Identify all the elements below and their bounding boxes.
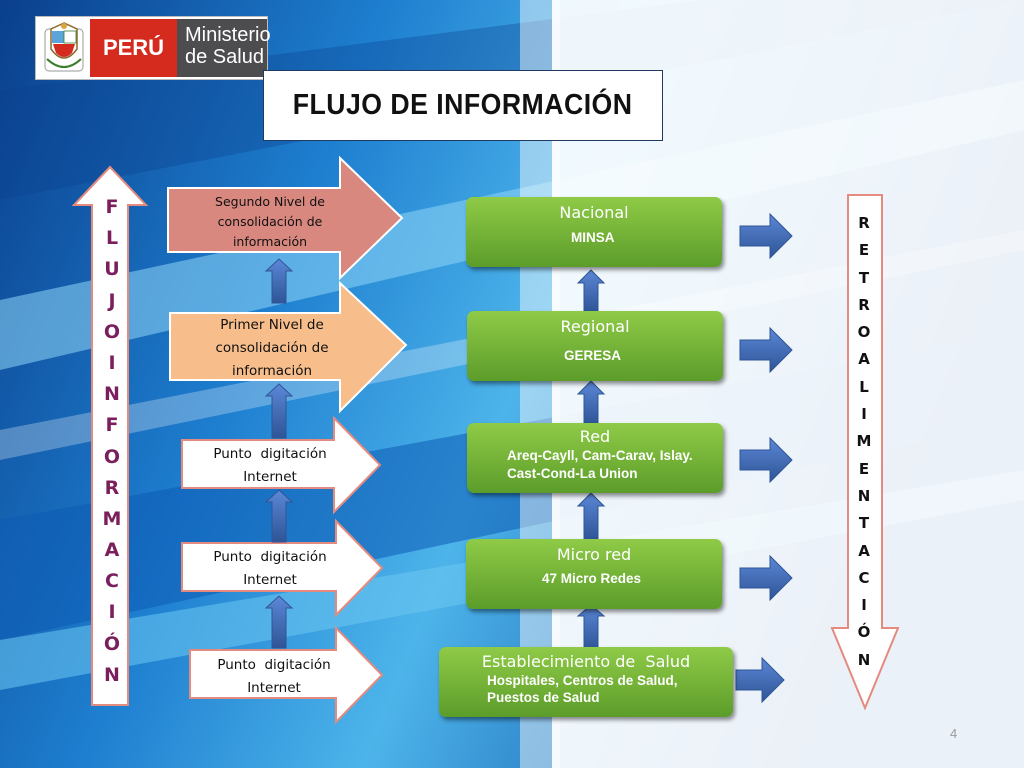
letter: N [857, 486, 871, 505]
punto-digitacion-label-3: Punto digitación Internet [200, 654, 348, 700]
flujo-informacion-vertical-label: F L U J O I N F O R M A C I Ó N [92, 196, 132, 697]
letter: F [105, 414, 119, 437]
letter: E [858, 241, 870, 260]
establecimiento-box: Establecimiento de Salud Hospitales, Cen… [439, 647, 733, 717]
letter: O [103, 445, 121, 468]
letter: I [861, 405, 867, 424]
punto-digitacion-label-1: Punto digitación Internet [196, 443, 344, 489]
primer-nivel-line-1: Primer Nivel de [220, 317, 324, 333]
ministry-line-2: de Salud [185, 46, 264, 68]
letter: L [859, 377, 869, 396]
punto-digitacion-shape-2 [181, 518, 384, 618]
letter: C [858, 568, 870, 587]
establecimiento-heading: Establecimiento de Salud [481, 652, 691, 671]
establecimiento-sub-1: Hospitales, Centros de Salud, [487, 673, 678, 688]
micro-red-heading: Micro red [556, 545, 632, 564]
primer-nivel-label: Primer Nivel de consolidación de informa… [196, 314, 348, 383]
punto-digitacion-shape-3 [189, 625, 384, 725]
letter: L [105, 227, 119, 250]
micro-red-sub: 47 Micro Redes [542, 571, 642, 586]
nacional-sub: MINSA [571, 230, 615, 245]
right-arrow-4 [739, 554, 793, 602]
red-sub-2: Cast-Cond-La Union [507, 466, 638, 481]
segundo-nivel-label: Segundo Nivel de consolidación de inform… [200, 191, 340, 253]
up-arrow-left-2 [264, 383, 294, 439]
right-arrow-3 [739, 436, 793, 484]
letter: J [108, 289, 116, 312]
peru-label: PERÚ [90, 19, 177, 77]
letter: U [104, 258, 120, 281]
punto-digitacion-3-line-1: Punto digitación [217, 657, 331, 673]
letter: Ó [103, 632, 121, 655]
minsa-logo: PERÚ Ministerio de Salud [35, 16, 271, 80]
segundo-nivel-shape [167, 155, 404, 281]
red-heading: Red [579, 427, 611, 446]
letter: R [858, 214, 870, 232]
nacional-box: Nacional MINSA [466, 197, 722, 267]
letter: E [858, 459, 870, 478]
letter: M [102, 507, 122, 530]
letter: I [108, 601, 116, 624]
red-box: Red Areq-Cayll, Cam-Carav, Islay. Cast-C… [467, 423, 723, 493]
punto-digitacion-3-line-2: Internet [247, 680, 301, 696]
letter: N [104, 383, 120, 406]
up-arrow-left-3 [264, 489, 294, 543]
red-sub-1: Areq-Cayll, Cam-Carav, Islay. [507, 448, 693, 463]
punto-digitacion-1-line-2: Internet [243, 469, 297, 485]
right-arrow-1 [739, 212, 793, 260]
letter: Ó [857, 623, 871, 642]
primer-nivel-line-3: información [231, 363, 313, 379]
letter: N [104, 663, 120, 686]
letter: T [858, 268, 870, 287]
letter: I [108, 351, 116, 374]
regional-heading: Regional [560, 317, 630, 336]
establecimiento-sub-2: Puestos de Salud [487, 690, 600, 705]
letter: O [103, 320, 121, 343]
page-number: 4 [950, 726, 958, 741]
punto-digitacion-1-line-1: Punto digitación [213, 446, 327, 462]
letter: T [858, 514, 870, 533]
letter: R [104, 476, 120, 499]
regional-sub: GERESA [564, 348, 622, 363]
letter: O [857, 323, 871, 342]
letter: R [858, 295, 870, 314]
letter: A [858, 541, 870, 560]
letter: C [105, 570, 119, 593]
punto-digitacion-2-line-1: Punto digitación [213, 549, 327, 565]
flujo-up-arrow [71, 165, 149, 706]
primer-nivel-line-2: consolidación de [215, 340, 329, 356]
right-arrow-2 [739, 326, 793, 374]
retroalimentacion-vertical-label: R E T R O A L I M E N T A C I Ó N [844, 214, 884, 680]
primer-nivel-shape [169, 280, 408, 414]
regional-box: Regional GERESA [467, 311, 723, 381]
letter: I [861, 596, 867, 615]
page-title: FLUJO DE INFORMACIÓN [293, 89, 633, 121]
letter: A [858, 350, 870, 369]
micro-red-box: Micro red 47 Micro Redes [466, 539, 722, 609]
punto-digitacion-label-2: Punto digitación Internet [196, 546, 344, 592]
segundo-nivel-line-1: Segundo Nivel de [215, 194, 325, 209]
punto-digitacion-2-line-2: Internet [243, 572, 297, 588]
punto-digitacion-shape-1 [181, 415, 382, 515]
letter: M [856, 432, 872, 451]
up-arrow-left-1 [264, 258, 294, 304]
ministry-line-1: Ministerio [185, 24, 271, 46]
right-arrow-5 [735, 656, 785, 704]
letter: F [105, 196, 119, 218]
title-box: FLUJO DE INFORMACIÓN [263, 70, 663, 141]
ministry-name: Ministerio de Salud [177, 19, 271, 77]
letter: N [857, 650, 871, 669]
peru-coat-of-arms-icon [39, 19, 89, 77]
segundo-nivel-line-3: información [232, 234, 308, 249]
nacional-heading: Nacional [559, 203, 629, 222]
up-arrow-left-4 [264, 595, 294, 649]
letter: A [104, 539, 120, 562]
segundo-nivel-line-2: consolidación de [217, 214, 323, 229]
retroalimentacion-down-arrow [830, 194, 900, 711]
